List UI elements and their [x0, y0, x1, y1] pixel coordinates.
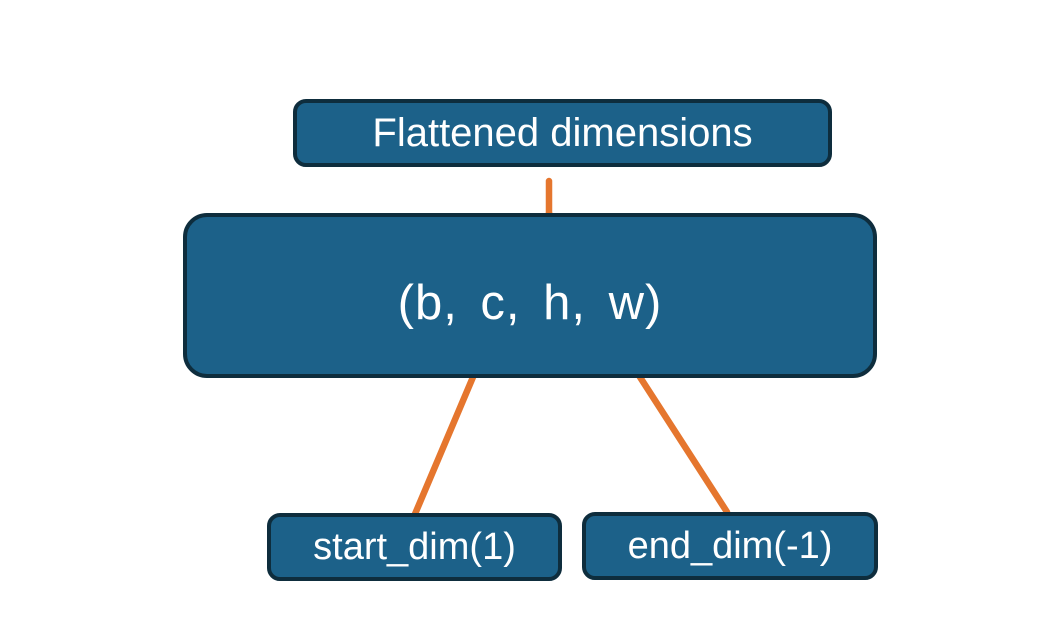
tensor-shape-box: (b, c, h, w): [183, 213, 877, 378]
end-dim-box: end_dim(-1): [582, 512, 878, 580]
end-dim-label: end_dim(-1): [627, 524, 833, 567]
tensor-shape-label: (b, c, h, w): [397, 275, 663, 330]
flattened-dimensions-box: Flattened dimensions: [293, 99, 832, 167]
flattened-dimensions-label: Flattened dimensions: [372, 110, 753, 155]
start-dim-label: start_dim(1): [313, 525, 516, 568]
start-dim-box: start_dim(1): [267, 513, 562, 581]
